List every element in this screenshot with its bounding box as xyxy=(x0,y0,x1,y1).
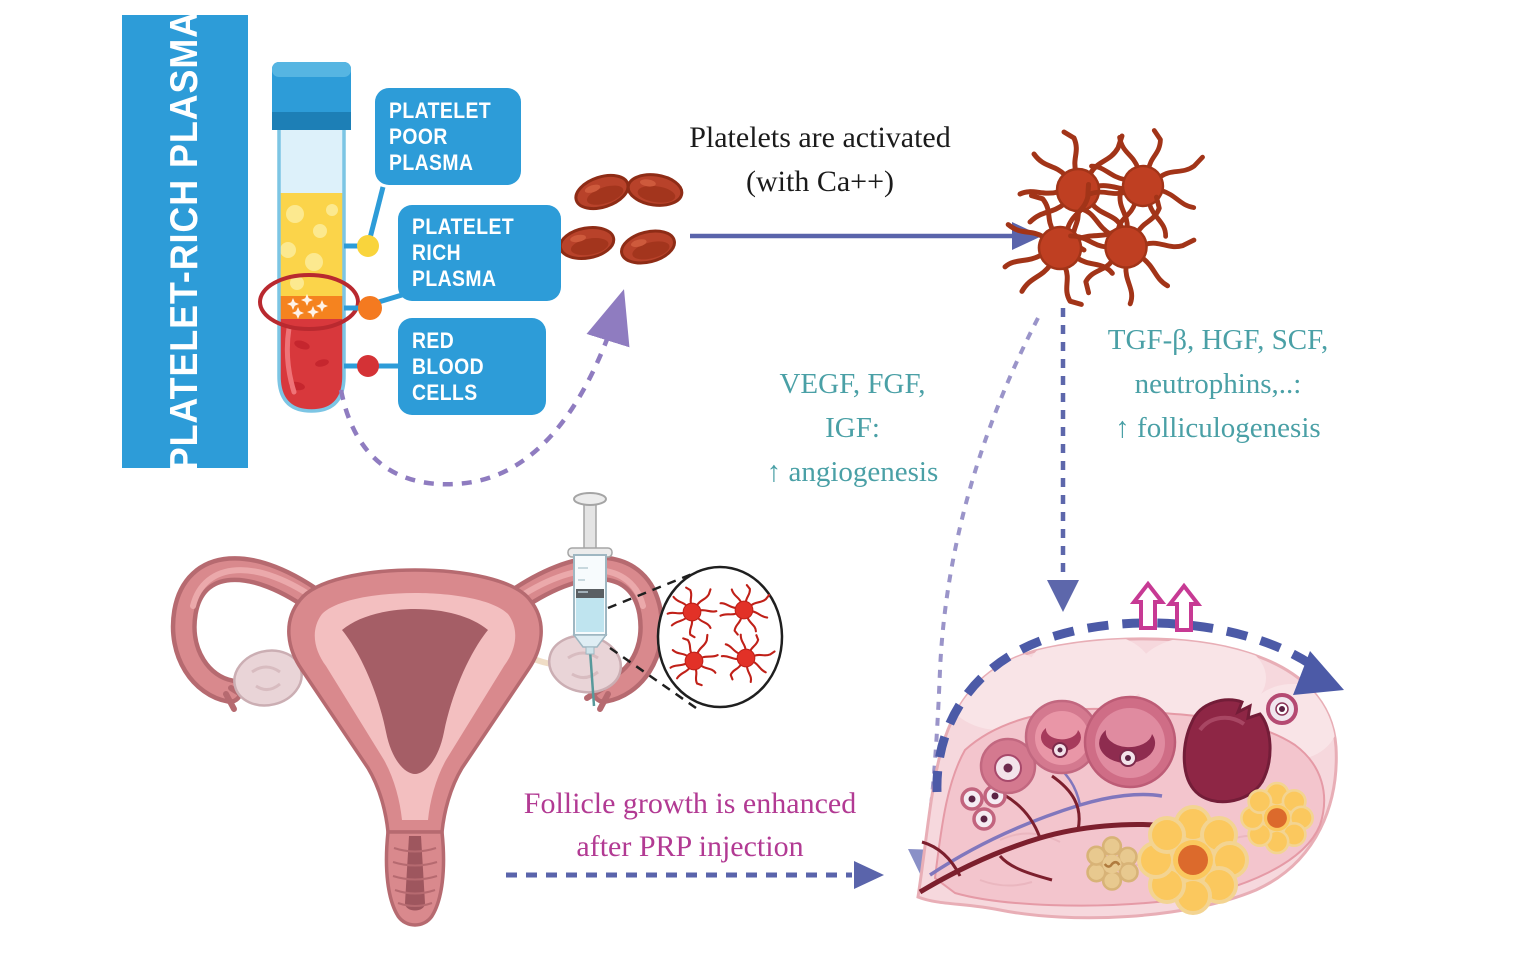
activation-title-line2: (with Ca++) xyxy=(746,165,894,198)
right-ovary xyxy=(547,634,623,694)
follicle-growth-line2: after PRP injection xyxy=(576,830,804,863)
callout-leader-lines xyxy=(344,186,403,369)
mature-follicle xyxy=(1083,695,1177,789)
cervix-canal xyxy=(384,830,446,927)
angiogenesis-line2: IGF: xyxy=(825,412,880,444)
tube-outline xyxy=(277,128,346,413)
folliculogenesis-arrowhead xyxy=(1047,580,1079,612)
magnifier-circle xyxy=(656,565,784,709)
angiogenesis-line3: ↑ angiogenesis xyxy=(766,456,939,488)
plasma-bubbles xyxy=(280,204,338,290)
callout-line: RED xyxy=(412,327,455,353)
uterine-cavity xyxy=(342,609,488,774)
secondary-follicle xyxy=(1024,699,1100,775)
tube-cap xyxy=(272,62,351,130)
corpus-albicans xyxy=(1086,836,1139,891)
activation-arrow xyxy=(690,222,1042,250)
ovulation-path-arrow xyxy=(932,618,1344,793)
corpus-luteum-small xyxy=(1240,781,1314,855)
callout-line: PLATELET xyxy=(412,214,515,239)
prp-dot xyxy=(358,296,382,320)
callout-line: PLASMA xyxy=(412,266,497,291)
activated-platelets xyxy=(988,112,1217,329)
follicle-growth-note: Follicle growth is enhanced after PRP in… xyxy=(498,782,882,868)
prp-highlight-circle xyxy=(258,273,360,331)
released-egg xyxy=(1266,693,1298,725)
corpus-luteum-large xyxy=(1137,805,1249,915)
ovary-illustration xyxy=(916,637,1338,920)
activation-title: Platelets are activated (with Ca++) xyxy=(630,116,1010,204)
callout-platelet-rich-plasma: PLATELET RICH PLASMA xyxy=(398,205,561,301)
folliculogenesis-line2: neutrophins,..: xyxy=(1134,368,1302,400)
magnifier xyxy=(607,565,784,710)
uterus-illustration xyxy=(170,555,665,927)
callout-line: RICH xyxy=(412,240,462,265)
callout-line: CELLS xyxy=(412,379,478,405)
angiogenesis-note: VEGF, FGF, IGF: ↑ angiogenesis xyxy=(730,362,975,494)
callout-line: BLOOD xyxy=(412,353,485,379)
primary-follicle xyxy=(979,737,1037,795)
follicle-growth-line1: Follicle growth is enhanced xyxy=(523,787,857,820)
folliculogenesis-note: TGF-β, HGF, SCF, neutrophins,..: ↑ folli… xyxy=(1068,318,1368,450)
ovulating-follicle xyxy=(1182,698,1272,804)
follicle-growth-arrow xyxy=(506,861,884,889)
activation-title-line1: Platelets are activated xyxy=(689,121,951,154)
syringe-icon xyxy=(567,492,613,707)
folliculogenesis-line1: TGF-β, HGF, SCF, xyxy=(1107,324,1329,356)
callout-line: POOR xyxy=(389,123,448,149)
ppp-dot xyxy=(357,235,379,257)
ovary-vessels xyxy=(918,756,1169,895)
rbc-dot xyxy=(357,355,379,377)
increase-arrows xyxy=(1129,580,1203,632)
callout-red-blood-cells: RED BLOOD CELLS xyxy=(398,318,546,415)
test-tube xyxy=(258,62,360,413)
prp-to-platelets-dashed-arrow xyxy=(338,289,630,487)
folliculogenesis-line3: ↑ folliculogenesis xyxy=(1115,412,1321,444)
callout-platelet-poor-plasma: PLATELET POOR PLASMA xyxy=(375,88,521,185)
prp-banner: PLATELET-RICH PLASMA xyxy=(122,11,248,472)
prp-banner-label: PLATELET-RICH PLASMA xyxy=(163,11,206,472)
callout-line: PLASMA xyxy=(389,149,474,175)
air-gap-layer xyxy=(279,128,344,194)
callout-line: PLATELET xyxy=(389,97,492,123)
angiogenesis-line1: VEGF, FGF, xyxy=(779,368,926,400)
